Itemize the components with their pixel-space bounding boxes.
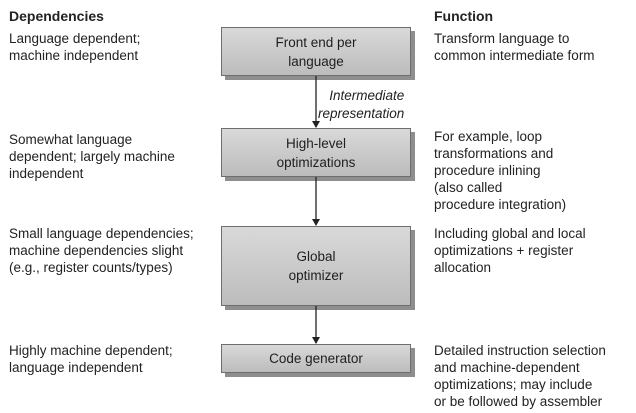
high-level-optimizations-label: High-level optimizations: [276, 135, 356, 170]
code-generator-function-text: Detailed instruction selection and machi…: [434, 343, 606, 409]
intermediate-representation-label: Intermediate representation: [318, 88, 405, 121]
global-optimizer-function-text: Including global and local optimizations…: [434, 226, 586, 275]
global-optimizer-label: Global optimizer: [288, 249, 344, 283]
high-level-dependency-text: Somewhat language dependent; largely mac…: [9, 132, 175, 181]
front-end-label: Front end per language: [275, 34, 357, 69]
global-optimizer-box: Global optimizer: [221, 226, 411, 306]
high-level-function-text: For example, loop transformations and pr…: [434, 129, 567, 212]
front-end-box: Front end per language: [221, 27, 411, 76]
global-optimizer-dependency-text: Small language dependencies; machine dep…: [9, 226, 194, 275]
function-heading: Function: [434, 8, 494, 24]
high-level-optimizations-box: High-level optimizations: [221, 128, 411, 177]
front-end-dependency-text: Language dependent; machine independent: [9, 31, 141, 63]
code-generator-label: Code generator: [269, 351, 363, 366]
code-generator-box: Code generator: [221, 344, 411, 373]
front-end-function-text: Transform language to common intermediat…: [434, 31, 595, 63]
code-generator-dependency-text: Highly machine dependent; language indep…: [9, 343, 173, 375]
dependencies-heading: Dependencies: [9, 8, 104, 24]
